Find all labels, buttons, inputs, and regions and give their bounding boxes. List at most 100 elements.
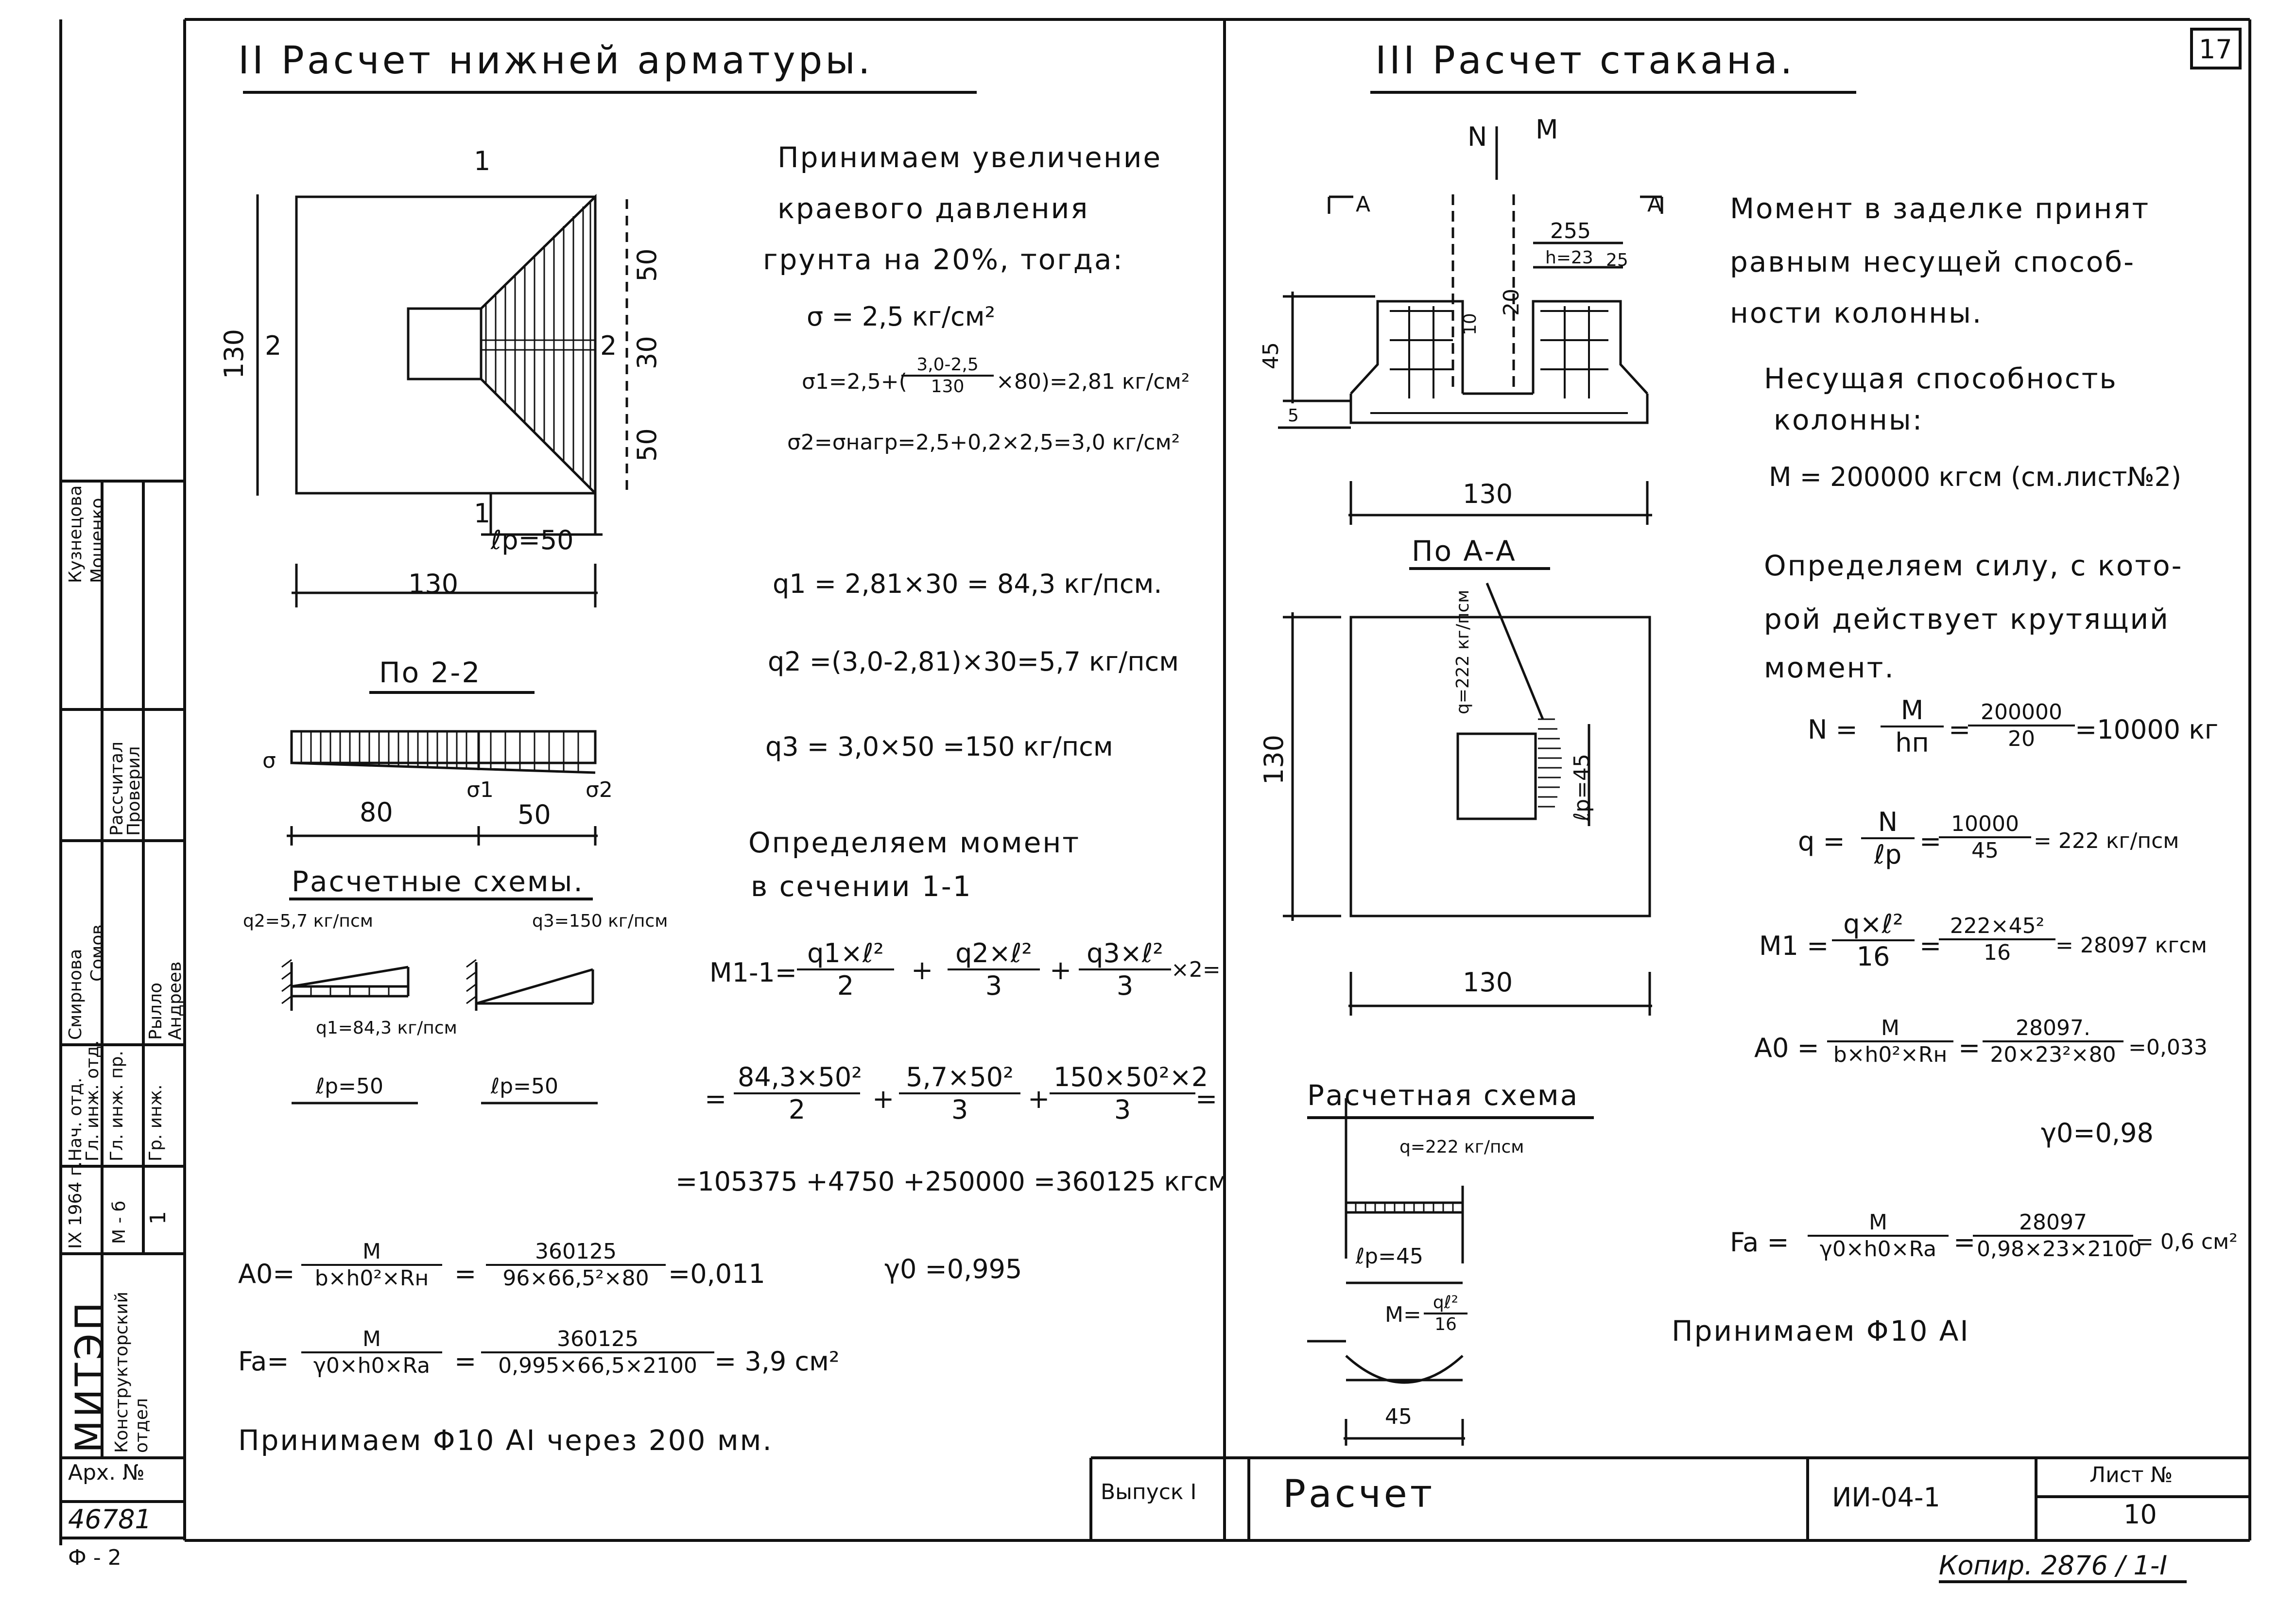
- q-den: ℓр: [1874, 839, 1902, 870]
- strip-dept: Конструкторский отдел: [112, 1292, 152, 1453]
- elev-dim-20: 20: [1499, 289, 1524, 316]
- fa-right-eq: =: [1953, 1227, 1976, 1258]
- m2-term-2-den: 3: [951, 1094, 968, 1125]
- strip-role-2: Гл. инж. отд.: [83, 1040, 103, 1161]
- scheme-q3: q3=150 кг/пcм: [532, 911, 668, 931]
- q-num: N: [1861, 807, 1915, 839]
- m-term-1-num: q1×ℓ²: [797, 938, 894, 970]
- strip-m-label: М - б: [109, 1200, 129, 1244]
- m2-plus-1: +: [872, 1084, 895, 1114]
- plan-dim-50-top: 50: [632, 248, 662, 282]
- m1-result: = 28097 кгсм: [2055, 933, 2207, 958]
- fa-eq: =: [454, 1346, 477, 1377]
- m-term-3-num: q3×ℓ²: [1079, 938, 1171, 970]
- m-tail: ×2=: [1171, 957, 1221, 982]
- strip-name-4: Андреев: [165, 961, 185, 1040]
- strip-arh-number: 46781: [68, 1504, 152, 1535]
- scheme-right-m-den: 16: [1434, 1314, 1457, 1334]
- fa-num: M: [301, 1327, 442, 1353]
- scheme-right-m: M=: [1385, 1302, 1421, 1327]
- fa-right-label: Fa =: [1730, 1227, 1789, 1258]
- a0-right-fraction-symbolic: M b×h0²×Rн: [1827, 1016, 1953, 1067]
- strip-role-3: Гл. инж. пр.: [107, 1051, 127, 1161]
- q1-line: q1 = 2,81×30 = 84,3 кг/пcм.: [773, 569, 1162, 599]
- fa-den2: 0,995×66,5×2100: [498, 1353, 697, 1378]
- m2-term-3-num: 150×50²×2: [1050, 1062, 1208, 1094]
- text-line-3: ности колонны.: [1730, 296, 1983, 329]
- plan-dim-130-side: 130: [219, 328, 249, 379]
- fa-num2: 360125: [481, 1327, 714, 1353]
- m2-term-1: 84,3×50² 2: [734, 1062, 862, 1125]
- strip-name-2: Сомов: [87, 924, 107, 982]
- scheme-right-m-fraction: qℓ² 16: [1424, 1293, 1467, 1334]
- m-term-2: q2×ℓ² 3: [948, 938, 1040, 1001]
- strip-role-6: Проверил: [124, 746, 144, 836]
- right-accept: Принимаем Φ10 AI: [1672, 1314, 1970, 1348]
- load-n: N: [1467, 121, 1487, 152]
- strip-org: МИТЭП: [68, 1299, 112, 1453]
- elev-dim-130: 130: [1463, 479, 1513, 509]
- plan-aa-dim-130-bottom: 130: [1463, 967, 1513, 998]
- elev-dim-255: 255: [1550, 219, 1591, 243]
- scheme-right-q: q=222 кг/пcм: [1399, 1137, 1524, 1157]
- fa-fraction-symbolic: M γ0×h0×Ra: [301, 1327, 442, 1378]
- m1-eq: =: [1919, 931, 1942, 961]
- q-fraction-numeric: 10000 45: [1939, 812, 2031, 863]
- a0-label: A0=: [238, 1259, 295, 1289]
- capacity-line-1: Несущая способность: [1764, 362, 2118, 395]
- footer-copy-note: Копир. 2876 / 1-I: [1939, 1550, 2168, 1581]
- moment-line-2: в сечении 1-1: [751, 870, 972, 903]
- left-accept: Принимаем Φ10 AI через 200 мм.: [238, 1424, 773, 1457]
- section-2-2-sigma1: σ1: [466, 778, 494, 802]
- force-line-1: Определяем силу, с кото-: [1764, 549, 2183, 582]
- m1-label: M1 =: [1759, 931, 1829, 961]
- section-mark-top: 1: [474, 146, 491, 176]
- m2-term-1-den: 2: [788, 1094, 806, 1125]
- section-mark-bottom: 1: [474, 498, 491, 529]
- strip-name-1: Смирнова: [66, 949, 86, 1040]
- fa-den: γ0×h0×Ra: [313, 1353, 431, 1378]
- n-den2: 20: [2008, 726, 2035, 751]
- m-term-2-den: 3: [985, 970, 1002, 1001]
- plan-dim-130-bottom: 130: [408, 569, 459, 599]
- a0-right-den2: 20×23²×80: [1990, 1042, 2116, 1067]
- plan-aa-dim-130-side: 130: [1259, 734, 1289, 785]
- sigma2-value: σ2=σнагр=2,5+0,2×2,5=3,0 кг/см²: [787, 430, 1180, 455]
- text-line-1: Момент в заделке принят: [1730, 192, 2150, 225]
- plan-lp: ℓp=50: [491, 525, 574, 555]
- scheme-lp-1: ℓр=50: [316, 1074, 383, 1099]
- scheme-q1: q1=84,3 кг/пcм: [316, 1018, 457, 1038]
- m-prefix: M1-1=: [709, 957, 797, 988]
- m1-fraction-symbolic: q×ℓ² 16: [1832, 909, 1915, 972]
- scheme-lp-2: ℓр=50: [491, 1074, 558, 1099]
- m1-den: 16: [1856, 941, 1890, 972]
- m2-term-2-num: 5,7×50²: [899, 1062, 1020, 1094]
- fa-right-num2: 28097: [1973, 1210, 2133, 1237]
- strip-role-4: Гр. инж.: [146, 1084, 166, 1161]
- strip-name-6: Мошенко: [87, 498, 107, 583]
- m2-eq-end: =: [1195, 1084, 1218, 1114]
- fa-result: = 3,9 см²: [714, 1346, 840, 1377]
- n-num2: 200000: [1968, 700, 2075, 726]
- fa-right-result: = 0,6 см²: [2136, 1229, 2238, 1254]
- m-term-3-den: 3: [1116, 970, 1134, 1001]
- a0-right-fraction-numeric: 28097. 20×23²×80: [1983, 1016, 2123, 1067]
- sigma1-prefix: σ1=2,5+(: [802, 369, 907, 394]
- plan-dim-30: 30: [632, 336, 662, 369]
- load-m: M: [1536, 114, 1558, 145]
- strip-name-5: Кузнецова: [66, 485, 86, 584]
- scheme-q2: q2=5,7 кг/пcм: [243, 911, 373, 931]
- title-block-vypusk: Выпуск I: [1101, 1480, 1197, 1504]
- intro-line-3: грунта на 20%, тогда:: [763, 243, 1124, 276]
- a0-fraction-symbolic: M b×h0²×Rн: [301, 1239, 442, 1291]
- q2-line: q2 =(3,0-2,81)×30=5,7 кг/пcм: [768, 646, 1179, 677]
- scheme-right-title: Расчетная схема: [1307, 1079, 1579, 1112]
- m1-num2: 222×45²: [1939, 914, 2055, 940]
- fa-right-den: γ0×h0×Ra: [1819, 1237, 1937, 1261]
- n-result: =10000 кг: [2075, 714, 2219, 745]
- section-2-2-dim-50: 50: [518, 799, 551, 830]
- force-line-3: момент.: [1764, 651, 1895, 684]
- q3-line: q3 = 3,0×50 =150 кг/пcм: [765, 731, 1113, 762]
- m-term-1: q1×ℓ² 2: [797, 938, 894, 1001]
